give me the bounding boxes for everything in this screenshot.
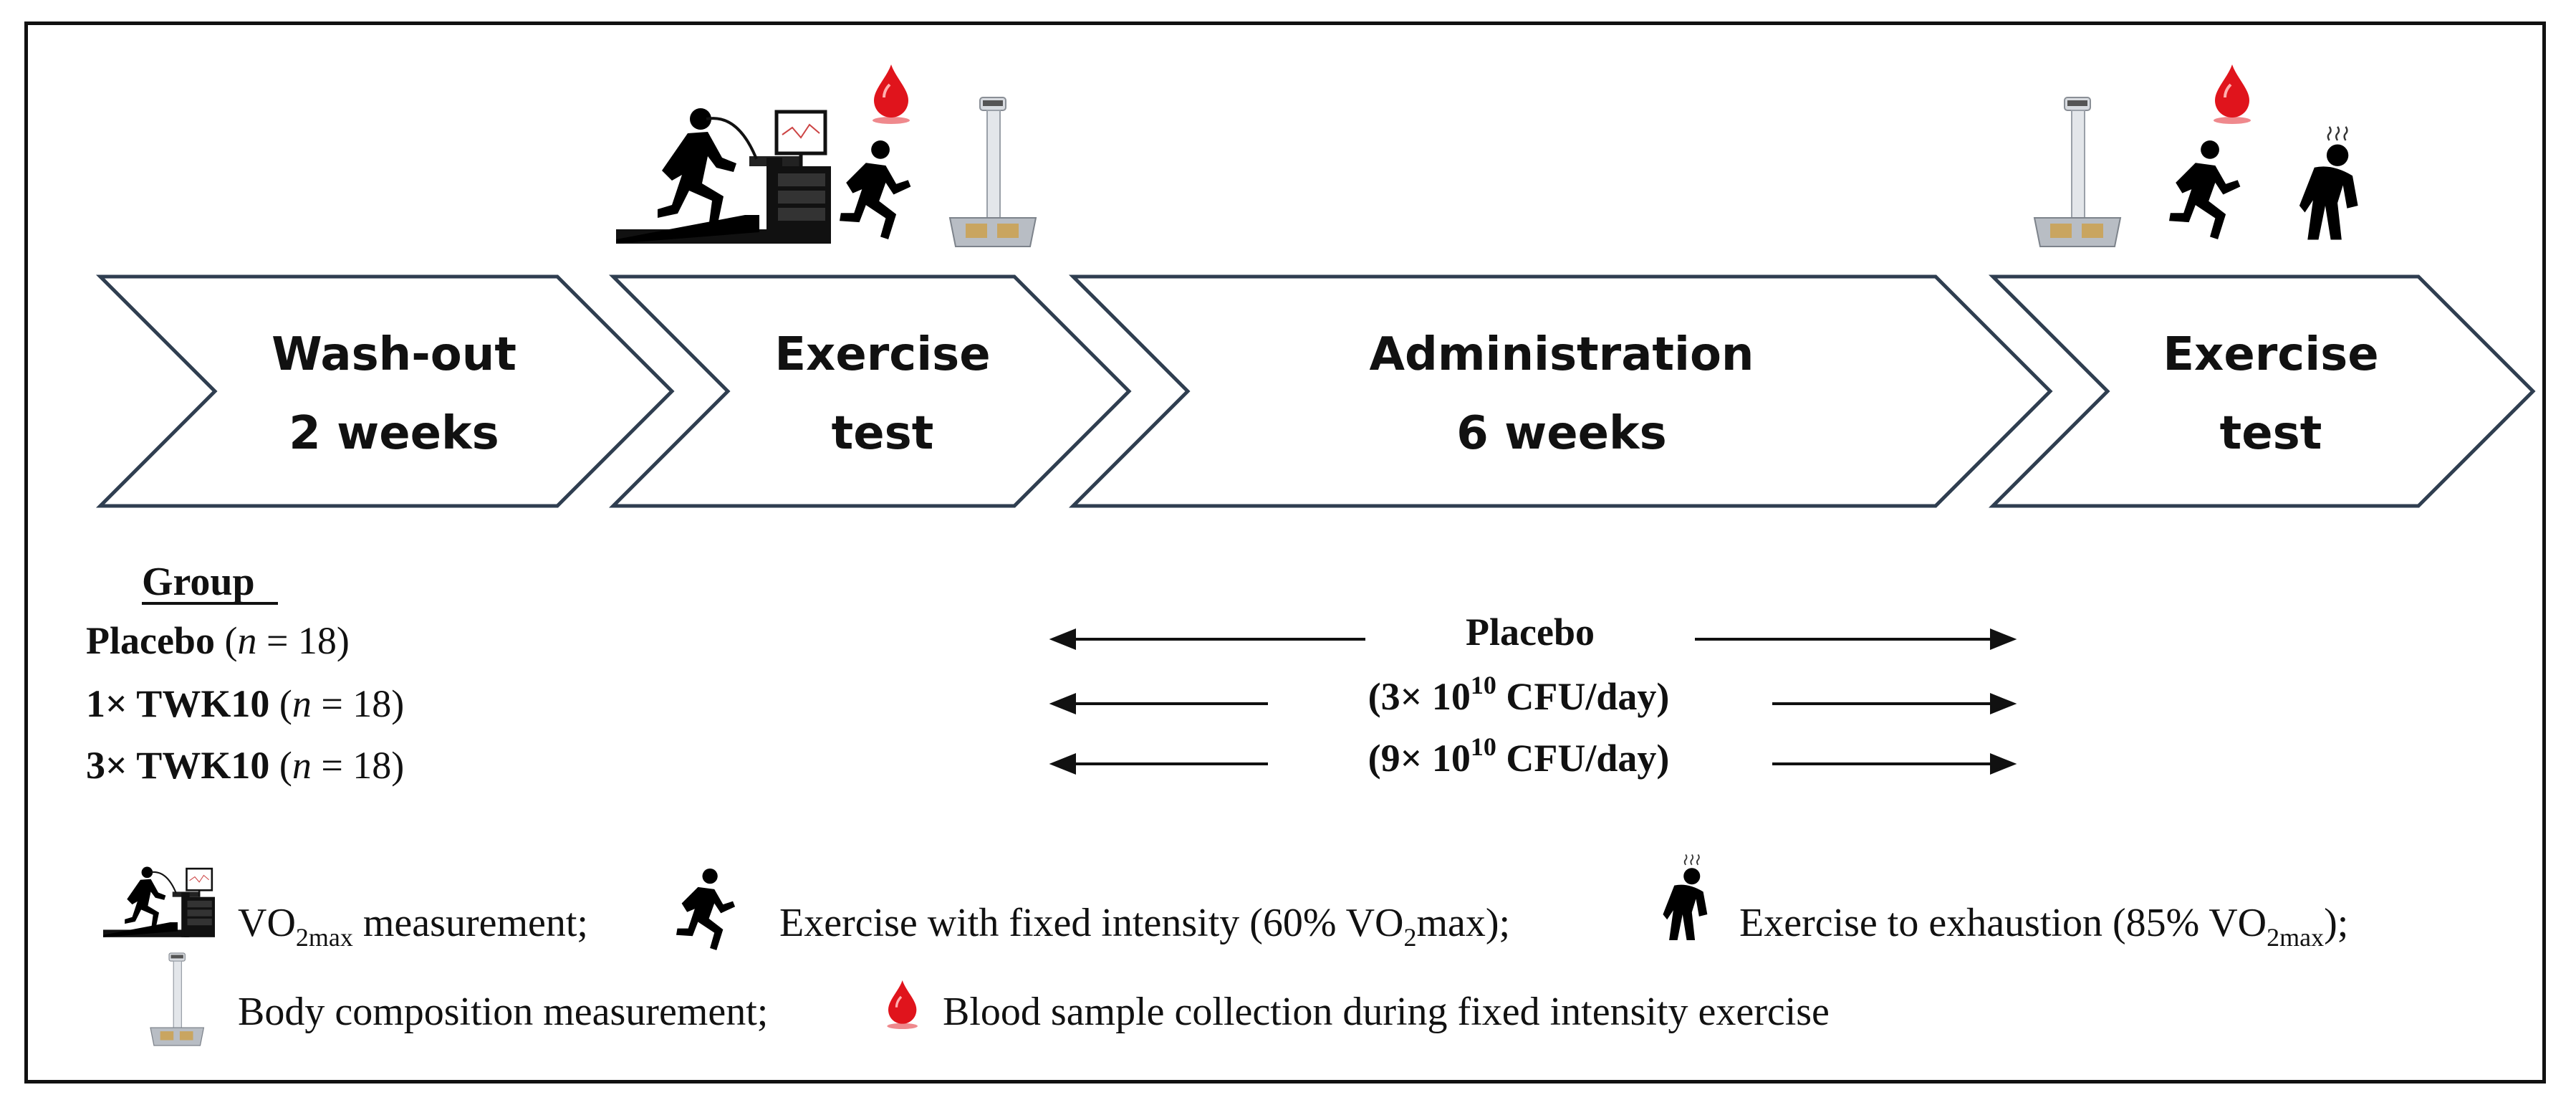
treadmill-vo2-icon bbox=[102, 866, 216, 939]
blood-drop-icon bbox=[885, 979, 919, 1030]
running-person-icon bbox=[676, 869, 736, 950]
dose-placebo: Placebo bbox=[1466, 611, 1595, 654]
legend-vo2max: VO2max measurement; bbox=[238, 901, 588, 952]
running-person-icon bbox=[840, 140, 911, 239]
phase-3-line1: Administration bbox=[1370, 328, 1754, 381]
phase-1-line2: 2 weeks bbox=[289, 407, 499, 460]
phase-2-line1: Exercise bbox=[774, 328, 990, 381]
exhausted-person-icon bbox=[1662, 853, 1708, 941]
treadmill-vo2-icon bbox=[616, 108, 831, 244]
phase-2-line2: test bbox=[832, 407, 934, 460]
legend-body-composition: Body composition measurement; bbox=[238, 990, 768, 1034]
exhausted-person-icon bbox=[2298, 125, 2359, 241]
body-composition-scale-icon bbox=[150, 952, 205, 1046]
phase-4-line1: Exercise bbox=[2163, 328, 2378, 381]
group-heading: Group bbox=[142, 560, 255, 604]
chevron-administration bbox=[1068, 274, 2053, 508]
blood-drop-icon bbox=[871, 63, 911, 125]
legend-exhaustion: Exercise to exhaustion (85% VO2max); bbox=[1739, 901, 2348, 952]
chevron-exercise-test-2 bbox=[1988, 274, 2536, 508]
legend-blood-sample: Blood sample collection during fixed int… bbox=[943, 990, 1830, 1034]
dose-3x: (9× 1010 CFU/day) bbox=[1368, 732, 1670, 780]
group-1x-twk10: 1× TWK10 (n = 18) bbox=[86, 682, 404, 725]
chevron-exercise-test-1 bbox=[608, 274, 1132, 508]
chevron-washout bbox=[95, 274, 675, 508]
blood-drop-icon bbox=[2212, 63, 2252, 125]
body-composition-scale-icon bbox=[949, 97, 1037, 247]
body-composition-scale-icon bbox=[2034, 97, 2121, 247]
group-placebo: Placebo (n = 18) bbox=[86, 619, 350, 662]
running-person-icon bbox=[2169, 140, 2241, 239]
phase-1-line1: Wash-out bbox=[271, 328, 516, 381]
dose-1x: (3× 1010 CFU/day) bbox=[1368, 671, 1670, 718]
legend-fixed-intensity: Exercise with fixed intensity (60% VO2ma… bbox=[779, 901, 1510, 952]
figure-frame bbox=[24, 21, 2546, 1084]
phase-4-line2: test bbox=[2220, 407, 2322, 460]
group-3x-twk10: 3× TWK10 (n = 18) bbox=[86, 744, 404, 787]
dose-arrows bbox=[1049, 628, 2017, 775]
phase-3-line2: 6 weeks bbox=[1456, 407, 1666, 460]
